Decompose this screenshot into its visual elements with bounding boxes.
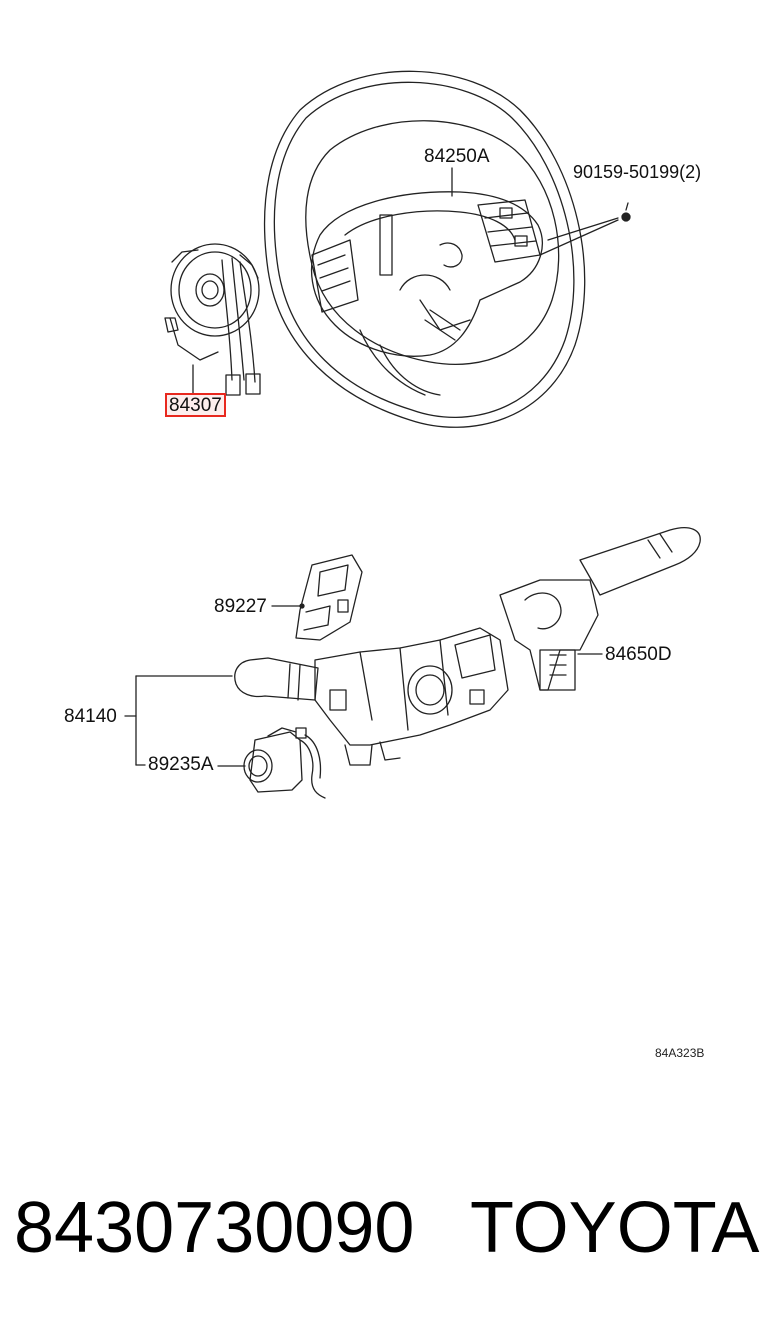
brand-name: TOYOTA [470,1188,760,1268]
part-number: 8430730090 [14,1188,415,1268]
bracket-drawing [271,554,363,641]
label-sensor[interactable]: 89235A [148,754,214,775]
label-bracket[interactable]: 89227 [214,596,267,617]
wiper-switch-drawing [499,527,701,691]
label-spiral-cable-highlighted[interactable]: 84307 [165,393,226,417]
spiral-cable-drawing [164,243,261,396]
combination-switch-drawing [124,627,509,766]
sensor-drawing [217,727,326,799]
label-bolt[interactable]: 90159-50199(2) [573,162,702,182]
label-steering-wheel[interactable]: 84250A [424,146,490,167]
parts-diagram [124,70,701,799]
label-wiper-switch[interactable]: 84650D [605,644,672,665]
label-combination-switch[interactable]: 84140 [64,706,117,727]
steering-wheel-drawing [263,70,631,428]
diagram-code: 84A323B [655,1046,705,1060]
